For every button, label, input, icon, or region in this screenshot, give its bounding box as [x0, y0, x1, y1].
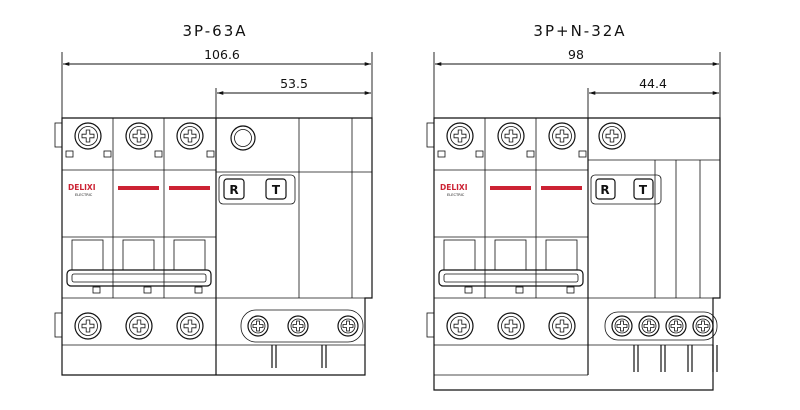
- left-terminal-screw-icon: [125, 122, 153, 150]
- right-rcd-screw-icon: [638, 315, 660, 337]
- left-test-button[interactable]: [265, 178, 287, 200]
- right-handle-tie-bar[interactable]: [438, 269, 584, 287]
- left-test-label: T: [272, 183, 281, 197]
- left-partial-width: 53.5: [280, 76, 308, 91]
- left-pole-stripe: [118, 186, 159, 190]
- right-rcd-screw-icon: [665, 315, 687, 337]
- right-terminal-screw-icon: [446, 312, 474, 340]
- right-rcd-screw-icon: [692, 315, 714, 337]
- left-body-outline: [61, 117, 373, 376]
- left-terminal-screw-icon: [74, 122, 102, 150]
- left-pole-stripe: [169, 186, 210, 190]
- right-overall-width: 98: [568, 47, 584, 62]
- breaker-3p-63a: 3P-63A 106.6 53.5: [54, 22, 373, 376]
- right-brand-sub: ELECTRIC: [447, 193, 465, 197]
- right-pole-stripe: [541, 186, 582, 190]
- left-reset-label: R: [229, 183, 238, 197]
- right-terminal-screw-icon: [548, 312, 576, 340]
- left-button-panel: [218, 174, 296, 205]
- left-rcd-terminal-block: [240, 309, 364, 343]
- right-terminal-screw-icon: [548, 122, 576, 150]
- left-rcd-screw-icon: [287, 315, 309, 337]
- left-brand-sub: ELECTRIC: [75, 193, 93, 197]
- left-terminal-screw-icon: [176, 122, 204, 150]
- left-terminal-screw-icon: [125, 312, 153, 340]
- breaker-3p-n-32a: 3P+N-32A 98 44.4: [426, 22, 721, 391]
- left-indicator-window: [230, 125, 256, 151]
- right-pole-stripe: [490, 186, 531, 190]
- right-rcd-screw-icon: [611, 315, 633, 337]
- right-rcd-terminal-block: [604, 311, 718, 341]
- left-overall-width: 106.6: [204, 47, 240, 62]
- right-test-button[interactable]: [633, 178, 654, 200]
- right-terminal-screw-icon: [497, 312, 525, 340]
- left-terminal-screw-icon: [176, 312, 204, 340]
- right-terminal-screw-icon: [497, 122, 525, 150]
- right-brand-logo: DELIXI: [440, 183, 468, 192]
- right-terminal-screw-icon: [598, 122, 626, 150]
- right-button-panel: [590, 174, 662, 205]
- left-rcd-screw-icon: [247, 315, 269, 337]
- right-terminal-screw-icon: [446, 122, 474, 150]
- left-terminal-screw-icon: [74, 312, 102, 340]
- right-test-label: T: [639, 183, 648, 197]
- right-reset-label: R: [600, 183, 609, 197]
- left-rcd-screw-icon: [337, 315, 359, 337]
- right-title: 3P+N-32A: [533, 22, 626, 40]
- left-brand-logo: DELIXI: [68, 183, 96, 192]
- left-reset-button[interactable]: [223, 178, 245, 200]
- left-title: 3P-63A: [182, 22, 247, 40]
- right-partial-width: 44.4: [639, 76, 667, 91]
- right-reset-button[interactable]: [595, 178, 616, 200]
- left-handle-tie-bar[interactable]: [66, 269, 212, 287]
